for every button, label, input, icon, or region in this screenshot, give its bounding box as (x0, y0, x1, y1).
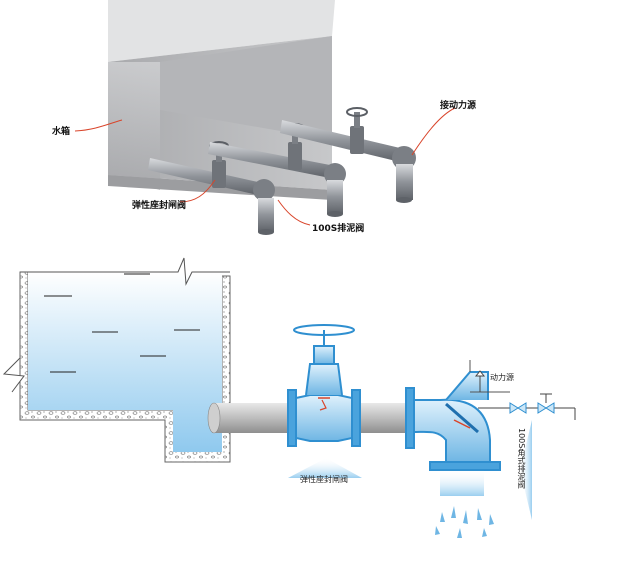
gate-valve-bottom (287, 324, 361, 447)
label-tank: 水箱 (52, 127, 71, 137)
control-line (474, 370, 576, 420)
pipe-2 (208, 123, 346, 217)
pipe-3 (280, 107, 416, 203)
drain-label-beam (520, 420, 532, 520)
outlet-pipe (207, 402, 410, 434)
label-angle-drain-valve: 100S角式排泥阀 (517, 428, 526, 489)
angle-drain-valve (405, 360, 510, 496)
water-spray (435, 506, 494, 538)
label-gate-valve-bottom: 弹性座封闸阀 (300, 475, 348, 484)
tank-3d (108, 0, 335, 200)
label-power-source-bottom: 动力源 (490, 373, 514, 382)
leader-lines-top (74, 107, 456, 226)
label-gate-valve-top: 弹性座封闸阀 (132, 201, 187, 211)
gate-valve-beam (288, 458, 362, 478)
label-power-source-top: 接动力源 (440, 101, 477, 111)
tank-section (2, 257, 231, 463)
label-drain-valve-top: 100S排泥阀 (312, 224, 365, 234)
pipe-group-top (148, 107, 416, 235)
